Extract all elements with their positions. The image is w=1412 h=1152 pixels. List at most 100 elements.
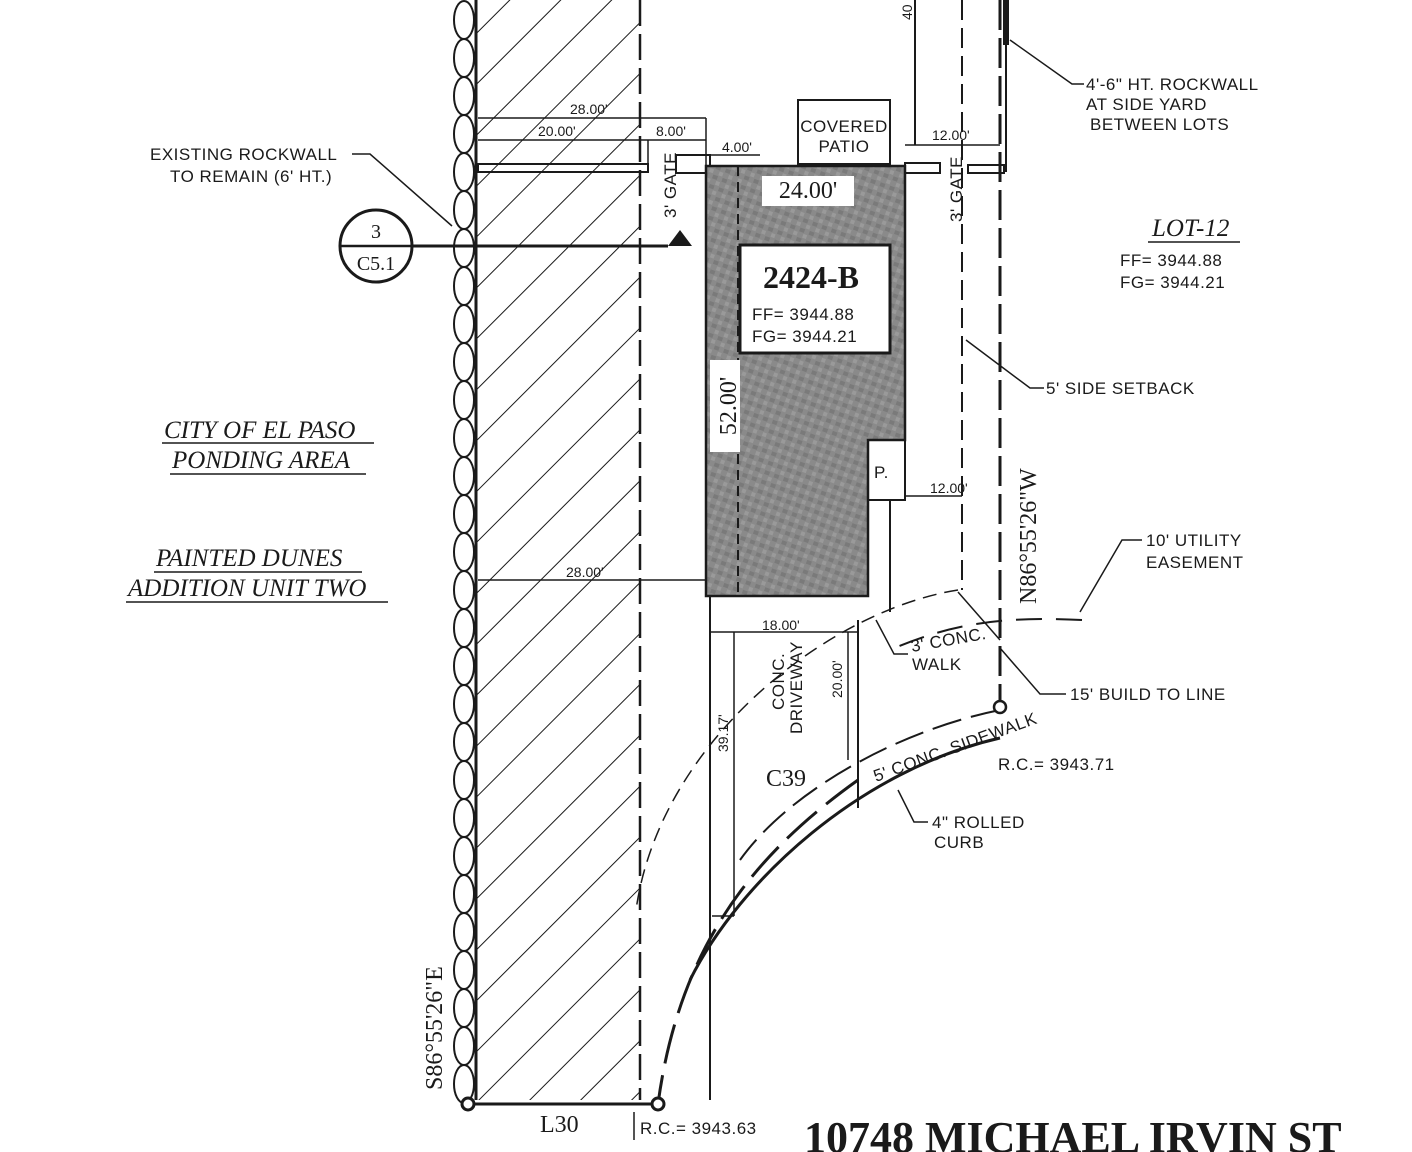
gate-left-label: 3' GATE: [661, 152, 680, 218]
curb-note-2: CURB: [934, 833, 984, 852]
rockwall-note-1: EXISTING ROCKWALL: [150, 145, 337, 164]
house-depth-dimension: 52.00': [716, 377, 742, 435]
rockwall-stone: [453, 114, 475, 154]
covered-patio-label-2: PATIO: [819, 137, 870, 156]
bearing-right: N86°55'26"W: [1016, 468, 1042, 604]
curb-leader: [897, 789, 928, 823]
rockwall-leader: [352, 153, 453, 227]
rear-fence-far-right: [967, 164, 1005, 174]
side-rockwall-note-1: 4'-6" HT. ROCKWALL: [1086, 75, 1259, 94]
dim-12-top: 12.00': [932, 127, 970, 143]
rockwall-stone: [453, 342, 475, 382]
build-to-line-arc: [635, 589, 959, 911]
driveway-label-1: CONC.: [769, 653, 788, 710]
rockwall-stone: [453, 380, 475, 420]
dim-12-mid: 12.00': [930, 480, 968, 496]
curve-label: C39: [766, 766, 806, 792]
house-width-dimension: 24.00': [779, 178, 837, 204]
ponding-label-2: PONDING AREA: [171, 447, 351, 474]
dim-20-drive: 20.00': [829, 660, 845, 698]
existing-rockwall: [453, 0, 475, 1104]
rockwall-stone: [453, 418, 475, 458]
addition-label-1: PAINTED DUNES: [155, 545, 343, 572]
utility-easement-arc: [889, 618, 1083, 651]
house-depth-label-bg: [710, 360, 740, 452]
rc-bottom: R.C.= 3943.63: [640, 1119, 757, 1138]
utility-note-1: 10' UTILITY: [1146, 531, 1242, 550]
dim-18: 18.00': [762, 617, 800, 633]
rockwall-note-2: TO REMAIN (6' HT.): [170, 167, 332, 186]
build-line-note: 15' BUILD TO LINE: [1070, 685, 1226, 704]
rockwall-stone: [453, 532, 475, 572]
rockwall-stone: [453, 608, 475, 648]
conc-walk-note-2: WALK: [912, 655, 962, 674]
side-rockwall-note-2: AT SIDE YARD: [1086, 95, 1207, 114]
curb-arc: [656, 778, 859, 1105]
dim-28-bottom: 28.00': [566, 564, 604, 580]
covered-patio[interactable]: [797, 99, 891, 165]
rockwall-stone: [453, 798, 475, 838]
sidewalk-outer-arc: [688, 736, 1001, 981]
bearing-left: S86°55'26"E: [422, 966, 448, 1090]
lot12-ff: FF= 3944.88: [1120, 251, 1222, 270]
side-setback-note: 5' SIDE SETBACK: [1046, 379, 1195, 398]
rockwall-stone: [453, 950, 475, 990]
dim-40: 40: [899, 4, 915, 20]
rockwall-stone: [453, 494, 475, 534]
rockwall-stone: [453, 988, 475, 1028]
lot-id: 2424-B: [763, 259, 859, 295]
section-sheet: C5.1: [357, 253, 395, 275]
property-corner-pin-sw[interactable]: [460, 1096, 476, 1112]
rockwall-stone: [453, 1026, 475, 1066]
rockwall-stone: [453, 190, 475, 230]
lot12-fg: FG= 3944.21: [1120, 273, 1225, 292]
covered-patio-label-1: COVERED: [800, 117, 888, 136]
addition-label-2: ADDITION UNIT TWO: [126, 575, 366, 602]
ponding-hatch-area: [476, 0, 640, 1100]
lot12-name: LOT-12: [1151, 215, 1229, 242]
ponding-label-1: CITY OF EL PASO: [164, 417, 355, 444]
driveway-label-2: DRIVEWAY: [787, 641, 806, 734]
curb-note-1: 4" ROLLED: [932, 813, 1025, 832]
rockwall-stone: [453, 722, 475, 762]
build-line-leader: [999, 647, 1066, 695]
street-address: 10748 MICHAEL IRVIN ST: [804, 1113, 1342, 1152]
side-rockwall-leader: [1009, 39, 1084, 85]
section-number: 3: [371, 221, 381, 243]
rockwall-stone: [453, 760, 475, 800]
rockwall-stone: [453, 874, 475, 914]
rear-fence-gate-left: [675, 154, 711, 174]
dim-28-top: 28.00': [570, 101, 608, 117]
line-label: L30: [540, 1112, 579, 1138]
dim-4: 4.00': [722, 139, 752, 155]
rockwall-stone: [453, 0, 475, 40]
sidewalk-inner-arc: [739, 709, 1001, 861]
build-line-tick: [957, 591, 1001, 641]
lot-ff: FF= 3944.88: [752, 305, 854, 324]
dim-39: 39.17': [715, 714, 731, 752]
rc-sidewalk: R.C.= 3943.71: [998, 755, 1115, 774]
property-corner-pin-east[interactable]: [992, 699, 1008, 715]
rockwall-stone: [453, 684, 475, 724]
rockwall-stone: [453, 836, 475, 876]
conc-walk-leader: [875, 619, 908, 655]
utility-note-2: EASEMENT: [1146, 553, 1244, 572]
side-rockwall-note-3: BETWEEN LOTS: [1090, 115, 1229, 134]
rockwall-stone: [453, 570, 475, 610]
rockwall-stone: [453, 76, 475, 116]
rockwall-stone: [453, 152, 475, 192]
lot-fg: FG= 3944.21: [752, 327, 857, 346]
lot-label-box[interactable]: [738, 243, 892, 355]
property-corner-pin-se[interactable]: [650, 1096, 666, 1112]
rear-fence-left: [477, 163, 649, 173]
panel-label: P.: [874, 463, 889, 482]
dim-8: 8.00': [656, 123, 686, 139]
utility-leader: [1079, 539, 1142, 613]
rockwall-stone: [453, 646, 475, 686]
gate-right-label: 3' GATE: [947, 156, 966, 222]
side-setback-leader: [965, 339, 1044, 389]
rockwall-stone: [453, 266, 475, 306]
rockwall-stone: [453, 228, 475, 268]
house-width-label-bg: [762, 176, 854, 206]
